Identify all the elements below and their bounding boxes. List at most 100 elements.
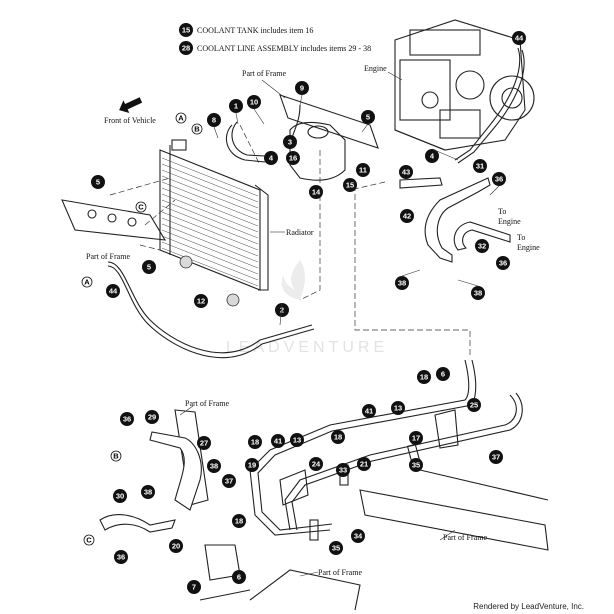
callout-33: 33 — [336, 463, 350, 477]
callout-12: 12 — [194, 294, 208, 308]
callout-36d: 36 — [114, 550, 128, 564]
letter-callout-a-top: A — [178, 114, 184, 123]
radiator-fin — [161, 205, 259, 245]
callout-17: 17 — [409, 431, 423, 445]
radiator-fin — [161, 175, 259, 215]
radiator-fin — [161, 193, 259, 233]
svg-text:38: 38 — [474, 289, 482, 298]
svg-text:14: 14 — [312, 188, 321, 197]
callout-5b: 5 — [91, 175, 105, 189]
callout-31: 31 — [473, 159, 487, 173]
svg-text:5: 5 — [366, 113, 370, 122]
callout-44a: 44 — [512, 31, 526, 45]
svg-text:33: 33 — [339, 466, 347, 475]
part-of-frame-label-top: Part of Frame — [242, 69, 286, 78]
callout-9: 9 — [295, 81, 309, 95]
callout-27: 27 — [197, 436, 211, 450]
callout-15b: 15 — [343, 178, 357, 192]
svg-text:31: 31 — [476, 162, 484, 171]
svg-text:42: 42 — [403, 212, 411, 221]
svg-text:4: 4 — [430, 152, 435, 161]
svg-text:35: 35 — [332, 544, 340, 553]
callout-7: 7 — [187, 580, 201, 594]
svg-text:44: 44 — [515, 34, 524, 43]
svg-text:36: 36 — [495, 175, 503, 184]
svg-text:27: 27 — [200, 439, 208, 448]
letter-callouts: A B C A B C — [81, 112, 203, 546]
svg-text:30: 30 — [116, 492, 124, 501]
callout-4b: 4 — [425, 149, 439, 163]
svg-text:11: 11 — [359, 166, 367, 175]
svg-text:18: 18 — [334, 433, 342, 442]
callout-5c: 5 — [142, 260, 156, 274]
letter-callout-b-bottom: B — [113, 452, 119, 461]
svg-text:18: 18 — [420, 373, 428, 382]
svg-text:6: 6 — [237, 573, 241, 582]
svg-text:38: 38 — [144, 488, 152, 497]
callout-18b: 18 — [331, 430, 345, 444]
letter-callout-b-top: B — [194, 125, 200, 134]
svg-text:7: 7 — [192, 583, 196, 592]
part-of-frame-label-lower-left: Part of Frame — [185, 399, 229, 408]
callout-13a: 13 — [391, 401, 405, 415]
front-of-vehicle-indicator: Front of Vehicle — [104, 97, 156, 125]
radiator-fin — [161, 235, 259, 275]
svg-text:17: 17 — [412, 434, 420, 443]
svg-text:32: 32 — [478, 242, 486, 251]
callout-13b: 13 — [290, 433, 304, 447]
callout-16: 16 — [286, 151, 300, 165]
callout-44b: 44 — [106, 284, 120, 298]
legend: 15 COOLANT TANK includes item 16 28 COOL… — [179, 23, 371, 55]
coolant-tank — [289, 121, 346, 181]
radiator-fin — [161, 187, 259, 227]
svg-text:37: 37 — [225, 477, 233, 486]
letter-callout-c-top: C — [138, 203, 144, 212]
part-callouts: 1 10 8 9 5 3 4 16 11 14 15 5 5 12 2 44 4… — [91, 31, 526, 594]
svg-text:9: 9 — [300, 84, 304, 93]
watermark-text: LEADVENTURE — [226, 339, 388, 356]
callout-1: 1 — [229, 99, 243, 113]
svg-text:13: 13 — [293, 436, 301, 445]
radiator-fin — [161, 217, 259, 257]
svg-text:5: 5 — [96, 178, 100, 187]
callout-41b: 41 — [271, 434, 285, 448]
callout-4a: 4 — [264, 151, 278, 165]
callout-37b: 37 — [222, 474, 236, 488]
callout-6b: 6 — [232, 570, 246, 584]
callout-20: 20 — [169, 539, 183, 553]
radiator-fin — [161, 181, 259, 221]
to-engine-label-2-line2: Engine — [517, 243, 540, 252]
radiator-fin — [161, 169, 259, 209]
callout-41a: 41 — [362, 404, 376, 418]
frame-bracket-top: Part of Frame — [242, 69, 379, 149]
front-of-vehicle-label: Front of Vehicle — [104, 116, 156, 125]
to-engine-label-2-line1: To — [517, 233, 525, 242]
svg-text:36: 36 — [499, 259, 507, 268]
svg-text:20: 20 — [172, 542, 180, 551]
part-of-frame-label-lower-right: Part of Frame — [443, 533, 487, 542]
callout-35b: 35 — [329, 541, 343, 555]
svg-text:35: 35 — [412, 461, 420, 470]
letter-callout-a-bottom: A — [84, 278, 90, 287]
svg-text:41: 41 — [274, 437, 282, 446]
callout-34: 34 — [351, 529, 365, 543]
engine-label: Engine — [364, 64, 387, 73]
to-engine-label-1-line1: To — [498, 207, 506, 216]
radiator-fin — [161, 163, 259, 203]
svg-text:2: 2 — [280, 306, 284, 315]
callout-30: 30 — [113, 489, 127, 503]
callout-5a: 5 — [361, 110, 375, 124]
frame-bracket-left: Part of Frame — [61, 199, 167, 261]
leader-lines — [213, 94, 500, 326]
callout-38c: 38 — [207, 459, 221, 473]
callout-10: 10 — [247, 95, 261, 109]
svg-text:36: 36 — [123, 415, 131, 424]
svg-text:16: 16 — [289, 154, 297, 163]
svg-text:1: 1 — [234, 102, 238, 111]
part-of-frame-label-bottom: Part of Frame — [318, 568, 362, 577]
part-of-frame-label-left: Part of Frame — [86, 252, 130, 261]
svg-text:18: 18 — [235, 517, 243, 526]
callout-24: 24 — [309, 457, 323, 471]
svg-text:29: 29 — [148, 413, 156, 422]
